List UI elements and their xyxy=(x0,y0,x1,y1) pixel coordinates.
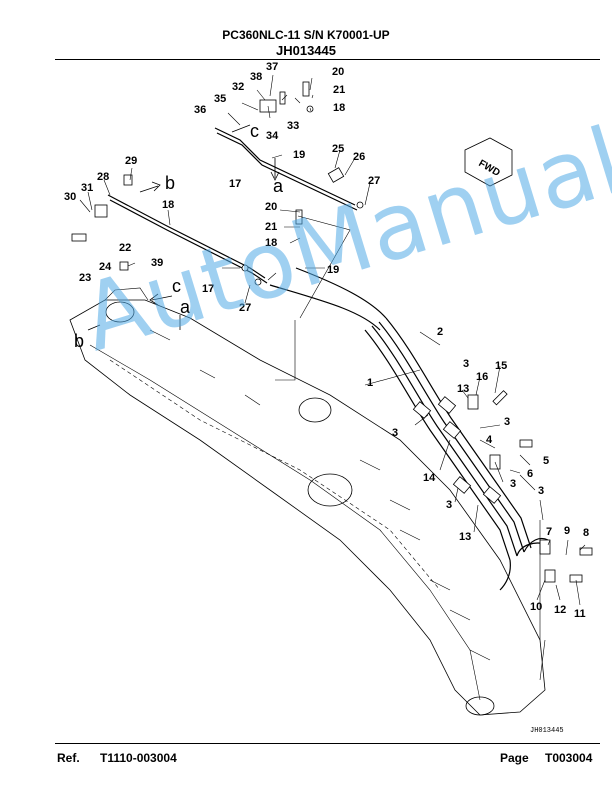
callout: 3 xyxy=(504,416,510,428)
callout: 30 xyxy=(64,191,76,203)
leader-lines xyxy=(79,74,586,681)
ref-label: Ref. xyxy=(57,751,80,765)
tube-lines xyxy=(107,127,387,331)
view-letters: a a b b c c xyxy=(74,121,284,351)
callout: 39 xyxy=(151,257,163,269)
callout: 19 xyxy=(327,264,339,276)
callout: 12 xyxy=(554,604,566,616)
callout: 18 xyxy=(333,102,345,114)
page-label: Page xyxy=(500,751,529,765)
callout: 2 xyxy=(437,326,443,338)
callout: 7 xyxy=(546,526,552,538)
callout: 19 xyxy=(293,149,305,161)
callout: 20 xyxy=(332,66,344,78)
callout: 27 xyxy=(368,175,380,187)
callout: 3 xyxy=(463,358,469,370)
page-value: T003004 xyxy=(545,751,593,765)
figure-id: JH013445 xyxy=(276,43,336,58)
callout: 3 xyxy=(392,427,398,439)
callout: 6 xyxy=(527,468,533,480)
callout: 36 xyxy=(194,104,206,116)
callout: 34 xyxy=(266,130,279,142)
callout: 17 xyxy=(229,178,241,190)
callout: 14 xyxy=(423,472,436,484)
callout: 13 xyxy=(457,383,469,395)
callout: 18 xyxy=(265,237,277,249)
callout: 29 xyxy=(125,155,137,167)
hose-bundle xyxy=(364,317,549,591)
callout: 24 xyxy=(99,261,112,273)
callout: 16 xyxy=(476,371,488,383)
callout: 22 xyxy=(119,242,131,254)
view-letter: b xyxy=(165,173,175,193)
view-letter: a xyxy=(273,176,284,196)
view-letter: b xyxy=(74,331,84,351)
view-arrows xyxy=(87,124,280,331)
callout: 38 xyxy=(250,71,262,83)
callout: 21 xyxy=(265,221,277,233)
model-title: PC360NLC-11 S/N K70001-UP xyxy=(222,28,390,42)
view-letter: a xyxy=(180,297,191,317)
header-divider xyxy=(55,59,600,60)
callout: 25 xyxy=(332,143,344,155)
callout: 3 xyxy=(538,485,544,497)
ref-value: T1110-003004 xyxy=(100,751,177,765)
callout: 21 xyxy=(333,84,345,96)
image-code: JH013445 xyxy=(530,727,564,735)
parts-diagram: FWD 1 2 3 3 3 xyxy=(64,61,593,735)
view-letter: c xyxy=(172,276,181,296)
callout: 3 xyxy=(510,478,516,490)
callout: 3 xyxy=(446,499,452,511)
callout: 13 xyxy=(459,531,471,543)
view-letter: c xyxy=(250,121,259,141)
callout: 26 xyxy=(353,151,365,163)
callout: 10 xyxy=(530,601,542,613)
callout: 17 xyxy=(202,283,214,295)
callout: 9 xyxy=(564,525,570,537)
callout: 23 xyxy=(79,272,91,284)
callout: 31 xyxy=(81,182,93,194)
callout: 8 xyxy=(583,527,589,539)
callout: 33 xyxy=(287,120,299,132)
callout: 32 xyxy=(232,81,244,93)
callout: 5 xyxy=(543,455,549,467)
callout: 27 xyxy=(239,302,251,314)
callout: 4 xyxy=(486,434,493,446)
callout: 28 xyxy=(97,171,109,183)
callout: 20 xyxy=(265,201,277,213)
boom-outline xyxy=(69,287,546,716)
callout: 35 xyxy=(214,93,226,105)
callout: 1 xyxy=(367,377,373,389)
callout: 11 xyxy=(574,608,586,620)
callout: 15 xyxy=(495,360,507,372)
callout: 37 xyxy=(266,61,278,73)
callout-labels: 1 2 3 3 3 3 3 3 3 4 5 6 7 8 9 10 11 12 1… xyxy=(64,61,589,620)
footer-divider xyxy=(55,743,600,744)
callout: 18 xyxy=(162,199,174,211)
